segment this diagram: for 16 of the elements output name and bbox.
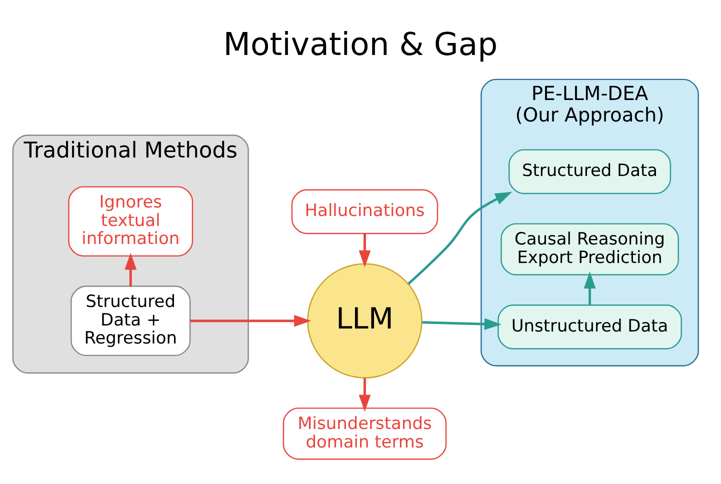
node-box: Ignores textual information bbox=[68, 186, 194, 257]
diagram-title: Motivation & Gap bbox=[223, 26, 498, 63]
node-box: Structured Data + Regression bbox=[70, 286, 191, 356]
node-circle: LLM bbox=[307, 263, 422, 378]
arrow bbox=[358, 234, 371, 268]
arrow bbox=[584, 271, 596, 304]
arrow bbox=[422, 318, 502, 330]
arrow bbox=[408, 192, 512, 285]
arrow bbox=[358, 378, 371, 412]
node-box: Misunderstands domain terms bbox=[282, 408, 447, 460]
arrow bbox=[124, 252, 137, 286]
node-box: Structured Data bbox=[508, 149, 672, 194]
node-box: Hallucinations bbox=[291, 189, 438, 234]
node-box: Causal Reasoning Export Prediction bbox=[500, 223, 679, 276]
node-box: Unstructured Data bbox=[498, 304, 682, 350]
arrow bbox=[190, 314, 312, 327]
